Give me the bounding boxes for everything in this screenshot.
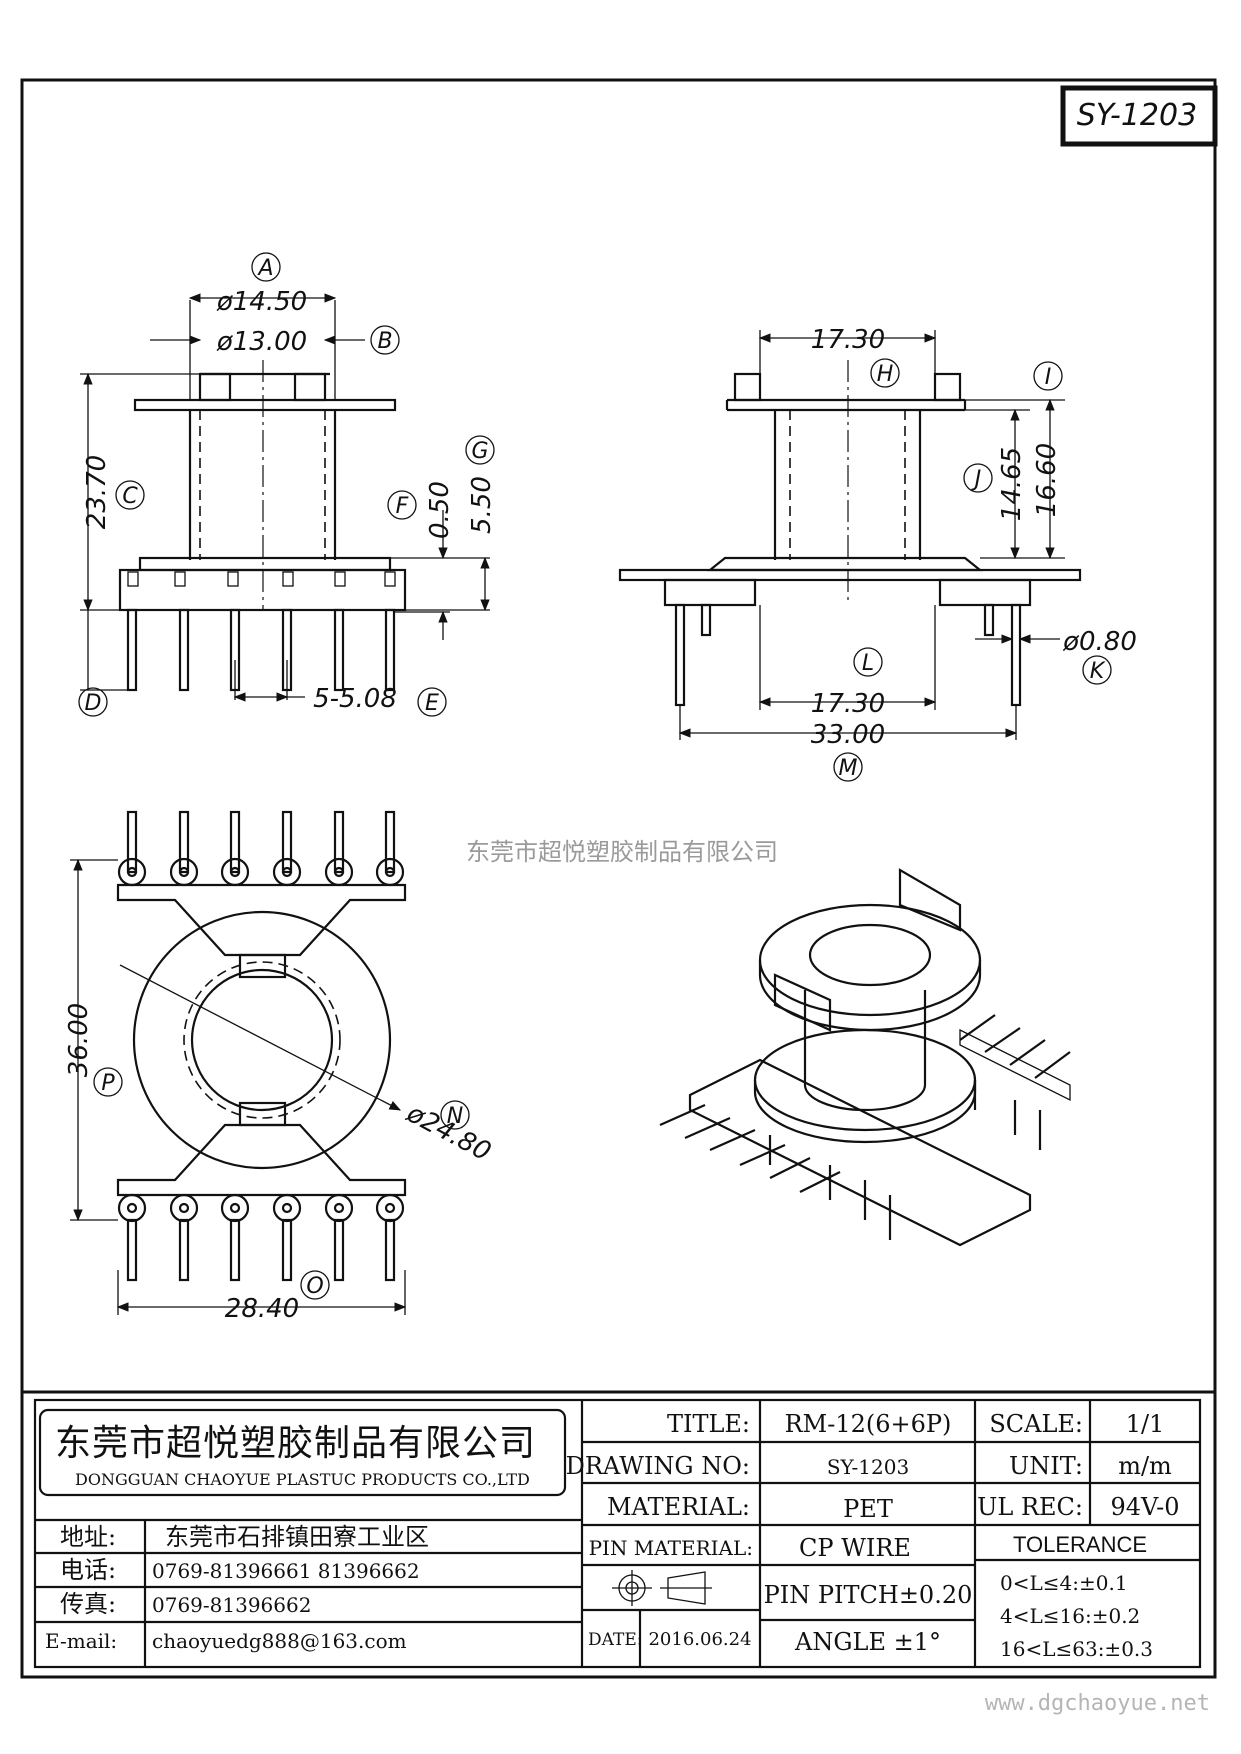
angle-tolerance: ANGLE ±1° (794, 1628, 941, 1656)
dim-height: 23.70 (82, 455, 112, 529)
svg-text:O: O (306, 1274, 323, 1299)
title-block: 东莞市超悦塑胶制品有限公司 DONGGUAN CHAOYUE PLASTUC P… (22, 1390, 1215, 1669)
side-view: 17.30 14.65 16.60 ø0.80 17.30 33.00 H I … (618, 325, 1137, 782)
svg-text:K: K (1090, 659, 1106, 684)
svg-text:N: N (447, 1104, 463, 1129)
tolerance-title: TOLERANCE (1013, 1532, 1147, 1557)
phone-value: 0769-81396661 81396662 (152, 1559, 420, 1583)
material-value: PET (843, 1495, 893, 1523)
svg-text:E: E (425, 691, 439, 716)
title-value: RM-12(6+6P) (785, 1410, 952, 1438)
dim-total-height: 16.60 (1032, 443, 1062, 517)
fax-value: 0769-81396662 (152, 1593, 311, 1617)
unit-value: m/m (1118, 1452, 1172, 1480)
dim-overall: 33.00 (811, 720, 885, 750)
date-value: 2016.06.24 (648, 1629, 751, 1650)
dim-outer-dia: ø14.50 (216, 287, 307, 317)
svg-text:G: G (471, 439, 488, 464)
dim-pitch: 5-5.08 (313, 684, 397, 714)
unit-label: UNIT: (1009, 1452, 1083, 1480)
tolerance-row-2: 4<L≤16:±0.2 (1000, 1604, 1140, 1628)
scale-value: 1/1 (1126, 1410, 1165, 1438)
label-l: L (853, 647, 883, 677)
dim-top-width: 17.30 (811, 325, 885, 355)
dim-flange: 0.50 (425, 481, 455, 539)
label-d: D (78, 687, 108, 717)
watermark-center: 东莞市超悦塑胶制品有限公司 (466, 838, 778, 866)
dim-base: 5.50 (467, 476, 497, 534)
label-p: P (93, 1067, 123, 1097)
email-value: chaoyuedg888@163.com (152, 1629, 407, 1653)
ul-rec-label: UL REC: (977, 1493, 1083, 1521)
label-i: I (1033, 361, 1063, 391)
label-e: E (417, 687, 447, 717)
svg-text:M: M (839, 756, 858, 781)
scale-label: SCALE: (989, 1410, 1083, 1438)
email-label: E-mail: (45, 1629, 117, 1653)
projection-symbol-icon (612, 1570, 712, 1606)
material-label: MATERIAL: (607, 1493, 750, 1521)
watermark-footer: www.dgchaoyue.net (985, 1691, 1210, 1716)
company-name-cn: 东莞市超悦塑胶制品有限公司 (55, 1423, 536, 1464)
drawing-no-label: DRAWING NO: (566, 1452, 750, 1480)
dim-pin-dia: ø0.80 (1062, 627, 1137, 657)
fax-label: 传真: (60, 1590, 116, 1618)
tolerance-row-3: 16<L≤63:±0.3 (1000, 1637, 1153, 1661)
label-k: K (1082, 655, 1112, 685)
bottom-view: 36.00 ø24.80 28.40 N O P (64, 810, 496, 1324)
date-label: DATE: (588, 1630, 642, 1650)
drawing-number-box: SY-1203 (1060, 85, 1218, 147)
pin-pitch: PIN PITCH±0.20 (764, 1581, 973, 1609)
dim-bottom-width: 17.30 (811, 689, 885, 719)
ul-rec-value: 94V-0 (1110, 1493, 1179, 1521)
label-c: C (115, 480, 145, 510)
dim-inner-height: 14.65 (997, 447, 1027, 521)
dim-inner-dia: ø13.00 (216, 327, 307, 357)
front-view: ø14.50 ø13.00 23.70 0.50 5.50 5-5.08 A B… (78, 252, 497, 717)
label-a: A (251, 252, 281, 282)
isometric-view (659, 868, 1071, 1247)
dim-bottom-height: 36.00 (64, 1003, 94, 1077)
title-label: TITLE: (667, 1410, 750, 1438)
address-value: 东莞市石排镇田寮工业区 (165, 1523, 429, 1551)
label-f: F (387, 490, 417, 520)
svg-text:C: C (122, 484, 138, 509)
address-label: 地址: (60, 1523, 116, 1551)
label-h: H (870, 358, 900, 388)
label-m: M (833, 752, 863, 782)
svg-text:A: A (256, 256, 273, 281)
tolerance-row-1: 0<L≤4:±0.1 (1000, 1571, 1128, 1595)
label-n: N (440, 1100, 470, 1130)
dim-bottom-width: 28.40 (225, 1294, 299, 1324)
svg-text:D: D (85, 691, 102, 716)
label-o: O (300, 1270, 330, 1300)
svg-text:F: F (396, 494, 409, 519)
drawing-no-value: SY-1203 (827, 1455, 909, 1479)
pin-material-value: CP WIRE (799, 1534, 911, 1562)
phone-label: 电话: (60, 1556, 116, 1584)
svg-text:B: B (377, 329, 392, 354)
label-b: B (370, 325, 400, 355)
label-j: J (963, 463, 993, 493)
svg-text:J: J (971, 467, 982, 492)
svg-text:P: P (101, 1071, 115, 1096)
svg-text:H: H (877, 362, 894, 387)
pin-material-label: PIN MATERIAL: (589, 1536, 753, 1560)
company-name-en: DONGGUAN CHAOYUE PLASTUC PRODUCTS CO.,LT… (75, 1470, 530, 1489)
svg-text:I: I (1045, 365, 1052, 390)
sheet-border (20, 78, 1217, 1679)
drawing-number-text: SY-1203 (1077, 98, 1197, 133)
svg-text:L: L (862, 651, 874, 676)
label-g: G (465, 435, 495, 465)
